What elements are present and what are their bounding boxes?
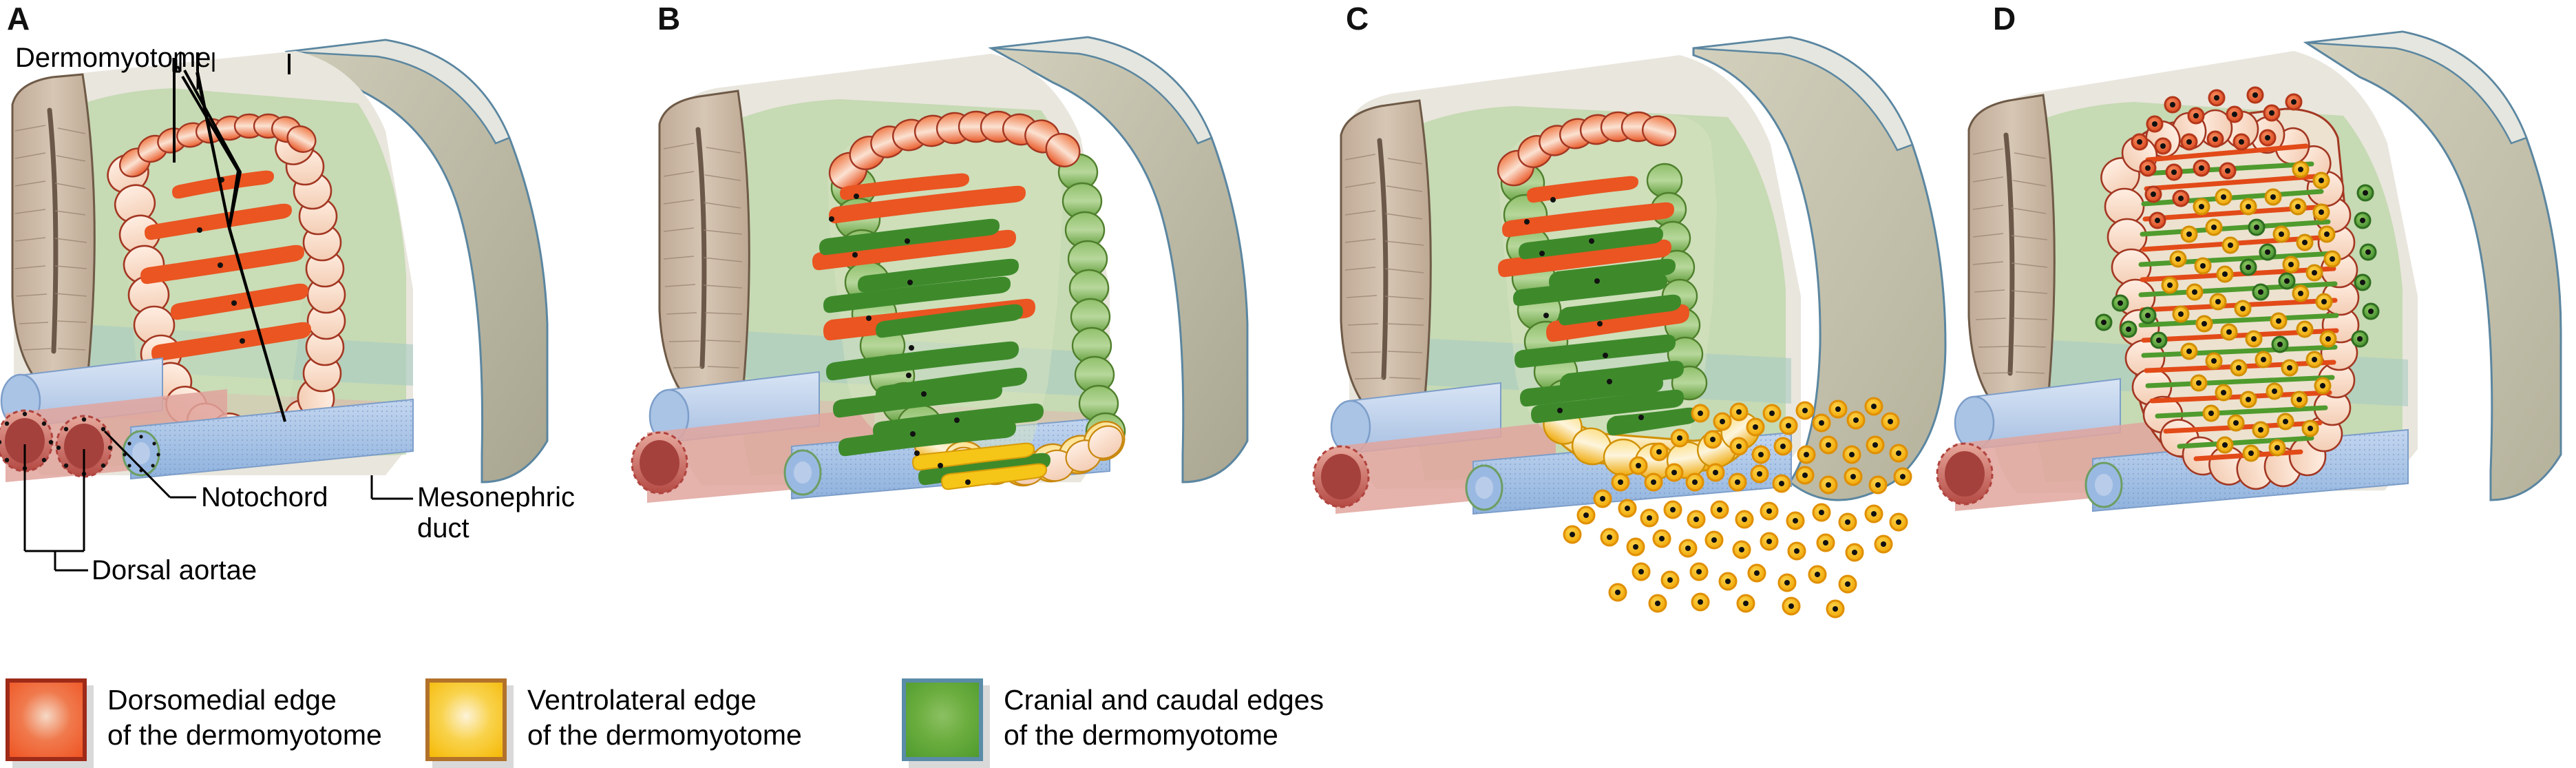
panel-letter-a: A	[7, 1, 30, 37]
dermomyotome-pointer	[173, 52, 291, 422]
migrating-muscle-precursor-cells	[1563, 397, 1912, 619]
myotome-nuclei	[1524, 197, 1644, 420]
neural-tube	[1967, 94, 2056, 409]
label-dermomyotome: Dermomyotome	[15, 43, 211, 73]
myotome-fibers-green	[1513, 227, 1698, 436]
legend-label-dorsomedial: Dorsomedial edge of the dermomyotome	[107, 684, 382, 751]
neural-tube-lumen	[47, 107, 59, 354]
myotome-fibers-red	[1498, 176, 1689, 342]
mesonephric-duct	[122, 398, 414, 480]
panel-letter-b: B	[657, 1, 681, 37]
panel-c: C	[1312, 0, 1983, 661]
dorsomedial-lip	[1497, 111, 1676, 187]
panel-letter-c: C	[1346, 1, 1369, 37]
panel-c-illustration	[1312, 36, 1947, 619]
surface-ectoderm	[1692, 36, 1947, 501]
panel-b-illustration	[631, 36, 1249, 503]
myotome-block	[2095, 86, 2380, 490]
panel-a-illustration	[0, 39, 549, 572]
myotome-nuclei	[829, 194, 971, 485]
label-notochord: Notochord	[201, 482, 328, 512]
panel-a: A Dermomyotome Notochord Dorsal aortae	[0, 0, 647, 661]
legend-item-ventrolateral: Ventrolateral edge of the dermomyotome	[425, 678, 802, 768]
neural-tube-striations	[14, 125, 87, 351]
migrating-muscle-precursor-cells	[2161, 160, 2341, 462]
neural-tube	[1340, 99, 1432, 413]
panel-letter-d: D	[1993, 1, 2016, 37]
cranial-caudal-lip-right	[1057, 153, 1126, 450]
legend-item-cranial-caudal: Cranial and caudal edges of the dermomyo…	[902, 678, 1324, 768]
dorsomedial-cells	[2131, 86, 2303, 229]
ectoderm-cut-edge	[287, 39, 511, 145]
neural-tube	[658, 90, 750, 402]
ectoderm-cut-edge	[991, 36, 1213, 145]
legend-swatch-dorsomedial	[6, 678, 94, 768]
legend-item-dorsomedial: Dorsomedial edge of the dermomyotome	[6, 678, 382, 768]
panel-d-illustration	[1936, 30, 2562, 512]
dorsomedial-lip	[828, 110, 1081, 190]
label-mesonephric-duct: Mesonephric duct	[417, 482, 576, 543]
panel-b: B	[631, 0, 1335, 661]
cranial-caudal-cells	[2095, 184, 2380, 353]
panel-d: D	[1936, 0, 2576, 661]
legend-label-cranial-caudal: Cranial and caudal edges of the dermomyo…	[1004, 684, 1324, 751]
ectoderm-cut-edge	[1693, 36, 1914, 152]
myotome-fibers-green	[819, 218, 1051, 486]
dermomyotome-epithelium	[812, 110, 1126, 490]
legend-swatch-cranial-caudal	[902, 678, 990, 768]
legend-swatch-ventrolateral	[425, 678, 514, 768]
dermomyotome-epithelium	[1497, 111, 1760, 481]
ectoderm-cut-edge	[2305, 30, 2528, 145]
legend-label-ventrolateral: Ventrolateral edge of the dermomyotome	[527, 684, 802, 751]
label-dorsal-aortae: Dorsal aortae	[92, 555, 257, 585]
figure-legend: Dorsomedial edge of the dermomyotome Ven…	[0, 678, 2576, 768]
